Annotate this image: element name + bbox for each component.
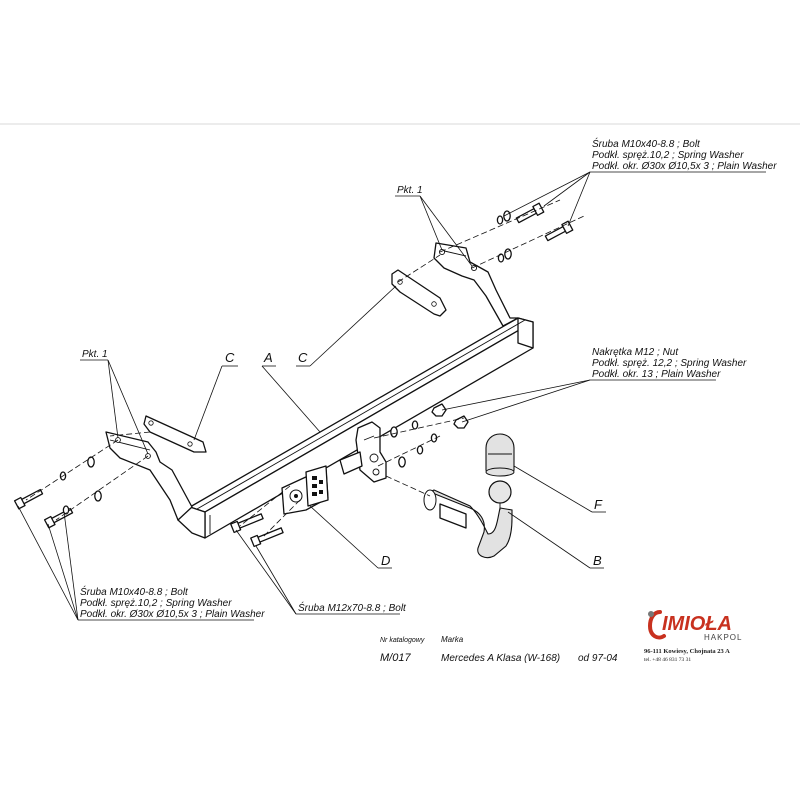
reinforcement-plate-c-right <box>391 269 447 317</box>
fasteners-center <box>230 403 469 548</box>
callout-nut-line-1: Nakrętka M12 ; Nut <box>592 347 679 358</box>
tow-ball-b <box>423 480 513 559</box>
fasteners-top-right <box>496 202 574 263</box>
label-a: A <box>263 350 273 365</box>
fasteners-left <box>13 456 102 529</box>
company-name: IMIOŁA <box>662 613 732 635</box>
assembly-axis-lines <box>25 199 585 539</box>
hook-icon <box>647 610 666 640</box>
catalog-number-header: Nr katalogowy <box>380 637 425 644</box>
label-d: D <box>381 553 390 568</box>
callout-nut-group: Nakrętka M12 ; Nut Podkł. spręż. 12,2 ; … <box>592 347 747 380</box>
callout-nut-line-3: Podkł. okr. 13 ; Plain Washer <box>592 369 721 380</box>
company-logo: IMIOŁA HAKPOL 96-111 Kowiesy, Chojnata 2… <box>644 610 742 663</box>
company-address: 96-111 Kowiesy, Chojnata 23 A <box>644 648 730 655</box>
callout-bottom-mid: Śruba M12x70-8.8 ; Bolt <box>298 601 407 614</box>
hook-ball-icon <box>648 611 654 617</box>
right-side-bracket <box>433 242 519 327</box>
callout-bottom-left-line-3: Podkł. okr. Ø30x Ø10,5x 3 ; Plain Washer <box>80 609 265 620</box>
callout-top-right: Śruba M10x40-8.8 ; Bolt Podkł. spręż.10,… <box>592 137 777 172</box>
callout-nut-line-2: Podkł. spręż. 12,2 ; Spring Washer <box>592 358 747 369</box>
callout-top-right-line-1: Śruba M10x40-8.8 ; Bolt <box>592 137 701 150</box>
label-c-mid: C <box>298 350 308 365</box>
label-pkt1-left: Pkt. 1 <box>82 349 108 360</box>
make-header: Marka <box>441 635 464 644</box>
callout-top-right-line-2: Podkł. spręż.10,2 ; Spring Washer <box>592 150 744 161</box>
label-c-left: C <box>225 350 235 365</box>
callout-bottom-left: Śruba M10x40-8.8 ; Bolt Podkł. spręż.10,… <box>80 585 265 620</box>
leader-lines <box>17 171 766 621</box>
company-phone: tel. +48 46 831 73 31 <box>644 657 691 663</box>
production-date: od 97-04 <box>578 653 618 664</box>
title-block: Nr katalogowy Marka M/017 Mercedes A Kla… <box>380 635 618 664</box>
catalog-number: M/017 <box>380 652 411 664</box>
label-pkt1-top: Pkt. 1 <box>397 185 423 196</box>
ball-cover-f <box>485 433 515 477</box>
left-side-bracket <box>105 431 193 521</box>
label-b: B <box>593 553 602 568</box>
callout-bottom-left-line-1: Śruba M10x40-8.8 ; Bolt <box>80 585 189 598</box>
callout-top-right-line-3: Podkł. okr. Ø30x Ø10,5x 3 ; Plain Washer <box>592 161 777 172</box>
vehicle-model: Mercedes A Klasa (W-168) <box>441 653 560 664</box>
company-sub: HAKPOL <box>704 633 742 642</box>
reinforcement-plate-c-left <box>143 415 207 453</box>
socket-plate-d <box>281 465 329 515</box>
callout-bottom-left-line-2: Podkł. spręż.10,2 ; Spring Washer <box>80 598 232 609</box>
label-f: F <box>594 497 603 512</box>
